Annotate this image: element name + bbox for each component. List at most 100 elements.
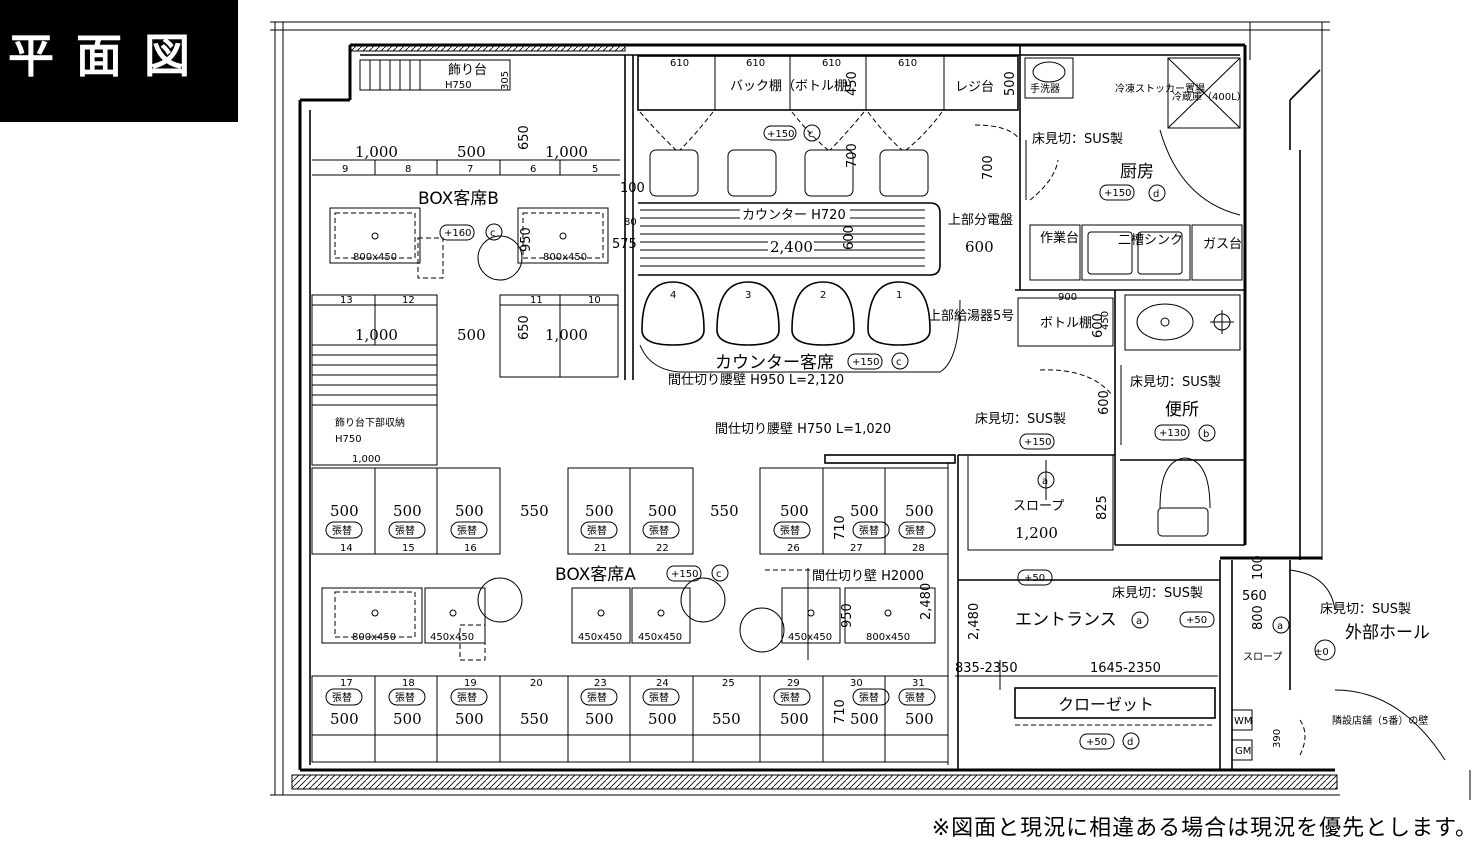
dimA-550a: 550 bbox=[520, 502, 549, 520]
harikae-3: 張替 bbox=[457, 524, 477, 537]
footer-note: ※図面と現況に相違ある場合は現況を優先とします。 bbox=[931, 816, 1478, 841]
dimA-500d: 500 bbox=[585, 502, 614, 520]
seatB-5: 5 bbox=[592, 164, 598, 175]
svg-text:+50: +50 bbox=[1024, 573, 1045, 584]
harikae-6: 張替 bbox=[780, 524, 800, 537]
seatB-10: 10 bbox=[588, 295, 601, 306]
seatB-9: 9 bbox=[342, 164, 348, 175]
harikae-12: 張替 bbox=[587, 691, 607, 704]
dimA-500a: 500 bbox=[330, 502, 359, 520]
seatB-8: 8 bbox=[405, 164, 411, 175]
box-seating-b: 1,000 500 650 1,000 9 8 7 6 5 BOX客席B +16… bbox=[311, 125, 620, 378]
counter-level-tag: +150 c bbox=[763, 124, 821, 142]
stool-2: 2 bbox=[820, 290, 826, 301]
svg-text:950: 950 bbox=[840, 603, 855, 628]
dim-835: 835-2350 bbox=[955, 661, 1018, 676]
partition-2000-label: 間仕切り壁 H2000 bbox=[812, 569, 924, 584]
dimB-1000b: 1,000 bbox=[545, 143, 588, 161]
slope-label: スロープ bbox=[1013, 499, 1064, 514]
svg-text:900: 900 bbox=[1058, 292, 1077, 303]
exterior-entry: 560 800 100 a スロープ ±0 床見切：SUS製 外部ホール 隣設店… bbox=[1231, 555, 1446, 761]
svg-text:100: 100 bbox=[1251, 555, 1266, 580]
dimB2-500: 500 bbox=[457, 326, 486, 344]
dimB2-1000b: 1,000 bbox=[545, 326, 588, 344]
seatA-16: 16 bbox=[464, 543, 477, 554]
kazaridai-label: 飾り台 bbox=[448, 63, 487, 78]
harikae-11: 張替 bbox=[457, 691, 477, 704]
construction-lines bbox=[270, 21, 1471, 800]
kazaridai-top: 飾り台 H750 305 bbox=[359, 59, 511, 91]
seatA-19: 19 bbox=[464, 678, 477, 689]
svg-text:a: a bbox=[1042, 476, 1048, 487]
harikae-13: 張替 bbox=[649, 691, 669, 704]
svg-text:c: c bbox=[808, 129, 814, 140]
svg-text:+150: +150 bbox=[852, 357, 879, 368]
svg-text:+150: +150 bbox=[1024, 437, 1051, 448]
toilet-room: 床見切：SUS製 600 便所 +130 b bbox=[1097, 294, 1241, 537]
harikae-10: 張替 bbox=[395, 691, 415, 704]
counter-stools: 4 3 2 1 bbox=[639, 281, 961, 373]
dimB-1000a: 1,000 bbox=[355, 143, 398, 161]
outside-level: ±0 bbox=[1314, 647, 1329, 658]
backshelf-label: バック棚（ボトル棚） bbox=[730, 79, 860, 94]
svg-text:600: 600 bbox=[1097, 390, 1112, 415]
svg-text:700: 700 bbox=[981, 155, 996, 180]
regi-height: 500 bbox=[1003, 71, 1018, 96]
counter-seat-level: +150 c bbox=[847, 352, 909, 370]
seatA-30: 30 bbox=[850, 678, 863, 689]
boxb-label: BOX客席B bbox=[418, 189, 499, 209]
seatA-22: 22 bbox=[656, 543, 669, 554]
tableA-3: 450x450 bbox=[578, 632, 622, 643]
svg-text:575: 575 bbox=[612, 237, 637, 252]
shelf-610-a: 610 bbox=[670, 58, 689, 69]
svg-text:+150: +150 bbox=[767, 129, 794, 140]
toilet-label: 便所 bbox=[1165, 400, 1199, 420]
seatB-11: 11 bbox=[530, 295, 543, 306]
harikae-7: 張替 bbox=[859, 524, 879, 537]
dimA-710: 710 bbox=[833, 515, 848, 540]
seatB-12: 12 bbox=[402, 295, 415, 306]
seatA-25: 25 bbox=[722, 678, 735, 689]
svg-text:+50: +50 bbox=[1186, 615, 1207, 626]
reizouko-label: 冷蔵庫（400L） bbox=[1172, 90, 1247, 103]
seatA-24: 24 bbox=[656, 678, 669, 689]
tableA-5: 450x450 bbox=[788, 632, 832, 643]
seatA-27: 27 bbox=[850, 543, 863, 554]
slope-area: 床見切：SUS製 +150 a スロープ 825 1,200 bbox=[967, 412, 1114, 551]
dimA-550b: 550 bbox=[710, 502, 739, 520]
gasdai-label: ガス台 bbox=[1203, 237, 1242, 252]
kazaridai-height: H750 bbox=[445, 80, 472, 91]
dimA2-550a: 550 bbox=[520, 710, 549, 728]
seatA-20: 20 bbox=[530, 678, 543, 689]
svg-text:c: c bbox=[490, 228, 496, 239]
shelf-610-c: 610 bbox=[822, 58, 841, 69]
dimA2-500f: 500 bbox=[780, 710, 809, 728]
harikae-9: 張替 bbox=[332, 691, 352, 704]
outside-yukamikiri: 床見切：SUS製 bbox=[1320, 602, 1411, 617]
partition-1020-label: 間仕切り腰壁 H750 L=1,020 bbox=[715, 422, 891, 437]
svg-text:c: c bbox=[896, 357, 902, 368]
svg-text:825: 825 bbox=[1095, 495, 1110, 520]
svg-text:1,000: 1,000 bbox=[352, 454, 381, 465]
counter-label: カウンター H720 bbox=[742, 208, 846, 223]
dimA2-500a: 500 bbox=[330, 710, 359, 728]
joubu-kyutouki-label: 上部給湯器5号 bbox=[928, 309, 1014, 324]
bottle-shelf-area: 上部給湯器5号 900 ボトル棚 450 600 bbox=[928, 292, 1114, 396]
walls bbox=[298, 43, 1335, 772]
svg-text:800: 800 bbox=[1251, 605, 1266, 630]
svg-text:a: a bbox=[1136, 616, 1142, 627]
entrance-yukamikiri: 床見切：SUS製 bbox=[1112, 586, 1203, 601]
harikae-4: 張替 bbox=[587, 524, 607, 537]
top-wall-hatch bbox=[349, 44, 626, 52]
neighbor-wall-label: 隣設店舗（5番）の壁 bbox=[1332, 714, 1428, 727]
title-box: 平面図 bbox=[0, 0, 238, 122]
seatA-14: 14 bbox=[340, 543, 353, 554]
svg-text:600: 600 bbox=[842, 225, 857, 250]
svg-text:+160: +160 bbox=[444, 228, 471, 239]
backshelf-height: 450 bbox=[845, 71, 860, 96]
page-title: 平面図 bbox=[8, 29, 212, 83]
seatA-28: 28 bbox=[912, 543, 925, 554]
dimB-500: 500 bbox=[457, 143, 486, 161]
seatB-13: 13 bbox=[340, 295, 353, 306]
